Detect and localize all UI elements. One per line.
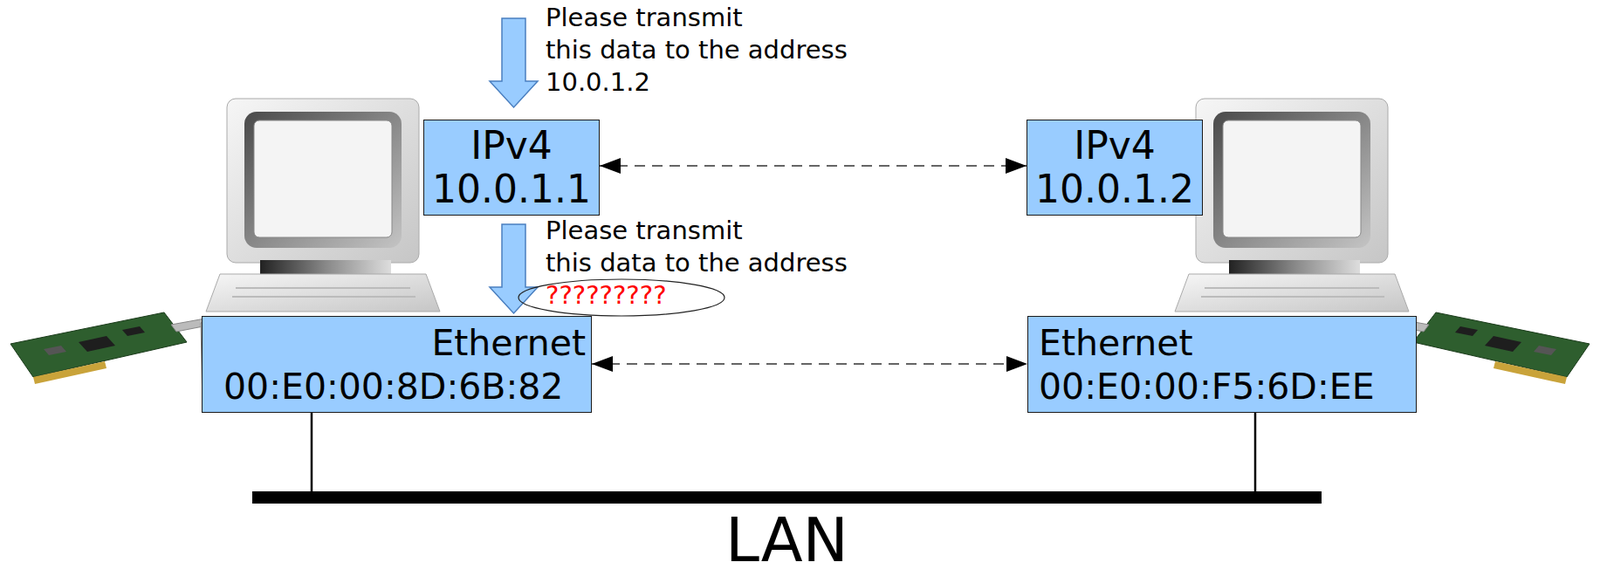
layer-name: IPv4	[431, 123, 592, 168]
bus-drop-line	[1254, 412, 1257, 492]
interface-box: Ethernet00:E0:00:F5:6D:EE	[1027, 315, 1417, 413]
layer-name: Ethernet	[1038, 321, 1409, 365]
down-arrow	[489, 18, 538, 108]
bus-drop-line	[310, 412, 314, 492]
address-text: 10.0.1.2	[1034, 167, 1195, 212]
unknown-address: ?????????	[545, 279, 667, 312]
left-computer	[206, 98, 440, 312]
down-arrow	[489, 224, 538, 314]
left-nic	[10, 312, 217, 407]
address-text: 00:E0:00:F5:6D:EE	[1038, 364, 1409, 409]
highlight-ellipse	[518, 279, 725, 316]
right-computer	[1174, 98, 1409, 312]
bus-label: LAN	[725, 509, 849, 571]
request-note: 10.0.1.2	[545, 66, 651, 99]
protocol-box: IPv410.0.1.1	[423, 119, 600, 216]
lan-bus: LAN	[252, 491, 1322, 504]
peer-link-arrow	[591, 363, 1028, 365]
request-note: this data to the address	[545, 34, 848, 67]
protocol-box: IPv410.0.1.2	[1026, 119, 1203, 216]
address-text: 00:E0:00:8D:6B:82	[223, 364, 586, 409]
address-text: 10.0.1.1	[431, 167, 592, 212]
request-note: this data to the address	[545, 247, 848, 280]
request-note: Please transmit	[545, 1, 743, 35]
layer-name: Ethernet	[223, 321, 586, 365]
interface-box: Ethernet00:E0:00:8D:6B:82	[201, 315, 592, 413]
layer-name: IPv4	[1034, 123, 1195, 168]
request-note: Please transmit	[545, 214, 743, 248]
peer-link-arrow	[599, 164, 1027, 167]
